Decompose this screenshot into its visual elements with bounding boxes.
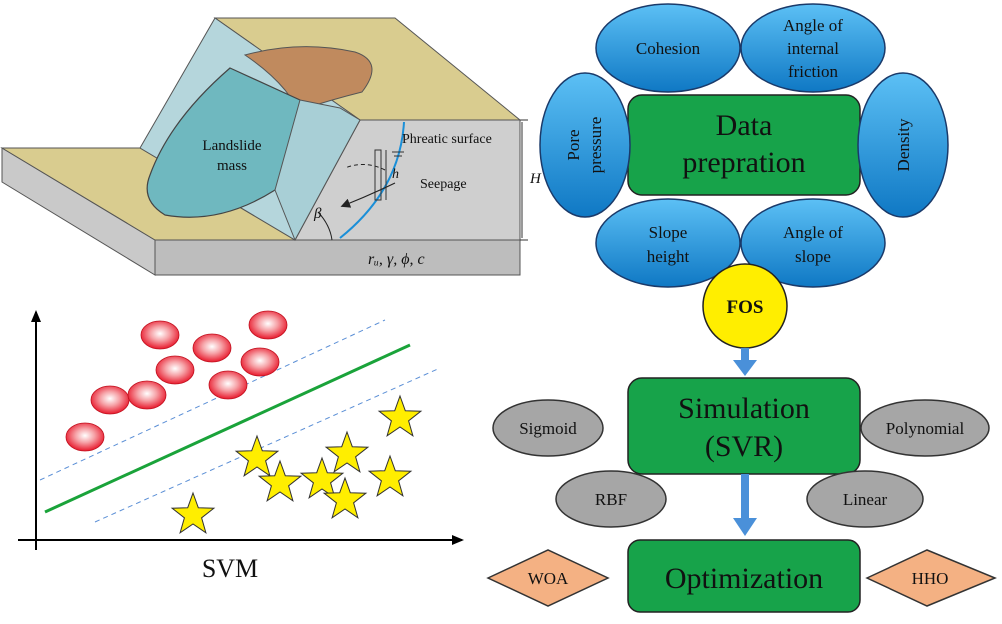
density-ellipse xyxy=(857,72,949,218)
svm-circle xyxy=(90,385,130,415)
friction-label-3: friction xyxy=(788,62,839,81)
slope-wedge xyxy=(274,99,361,242)
linear-label: Linear xyxy=(843,490,888,509)
woa-diamond xyxy=(486,549,610,607)
piezometer xyxy=(374,149,382,201)
slope-illustration: Landslide mass Phreatic surface Seepage … xyxy=(0,17,542,276)
polynomial-ellipse xyxy=(860,399,990,457)
simulation-label-2: (SVR) xyxy=(705,430,783,463)
svm-circle xyxy=(155,355,195,385)
optimization-box xyxy=(627,539,861,613)
svm-hyperplane xyxy=(44,343,411,514)
arrow-2-head xyxy=(733,518,757,536)
block-front-face xyxy=(154,239,521,276)
svm-star xyxy=(234,434,280,477)
rbf-label: RBF xyxy=(595,490,627,509)
cohesion-ellipse xyxy=(595,3,741,93)
svm-margin-upper xyxy=(39,319,386,481)
friction-ellipse xyxy=(740,3,886,93)
h-label: h xyxy=(392,167,399,182)
scarp xyxy=(243,46,373,111)
hho-label: HHO xyxy=(912,569,949,588)
svm-star xyxy=(377,394,423,437)
beta-arc xyxy=(317,211,333,241)
angle-slope-label-2: slope xyxy=(795,247,831,266)
svm-circle xyxy=(127,380,167,410)
pore-label-1: Pore xyxy=(564,129,583,160)
sigmoid-label: Sigmoid xyxy=(519,419,577,438)
svm-star xyxy=(299,456,345,499)
svm-circle xyxy=(65,422,105,452)
svm-star xyxy=(170,491,216,534)
svm-circle-group xyxy=(65,310,288,452)
simulation-label-1: Simulation xyxy=(678,392,810,425)
landslide-label-2: mass xyxy=(217,158,247,174)
svm-circle xyxy=(240,347,280,377)
density-label: Density xyxy=(894,118,913,171)
arrow-1-head xyxy=(733,360,757,376)
fos-label: FOS xyxy=(727,297,764,318)
angle-slope-label-1: Angle of xyxy=(783,223,843,242)
hho-diamond xyxy=(865,549,997,607)
params-label: rᵤ, γ, ϕ, c xyxy=(368,251,425,268)
svm-star xyxy=(367,454,413,497)
svm-plot: SVM xyxy=(18,310,464,583)
landslide-label-1: Landslide xyxy=(202,138,261,154)
seepage-label: Seepage xyxy=(420,177,467,192)
svm-circle xyxy=(140,320,180,350)
arrow-2-shaft xyxy=(741,474,749,520)
optimization-label: Optimization xyxy=(665,562,823,595)
woa-label: WOA xyxy=(528,569,569,588)
angle-of-slope-ellipse xyxy=(740,198,886,288)
rbf-ellipse xyxy=(555,470,667,528)
slope-height-label-1: Slope xyxy=(649,223,688,242)
slope-height-ellipse xyxy=(595,198,741,288)
svm-circle xyxy=(192,333,232,363)
linear-ellipse xyxy=(806,470,924,528)
friction-label-1: Angle of xyxy=(783,16,843,35)
svm-star xyxy=(322,476,368,519)
phreatic-surface-label: Phreatic surface xyxy=(402,132,492,147)
sigmoid-ellipse xyxy=(492,399,604,457)
slope-height-label-2: height xyxy=(647,247,690,266)
svm-star xyxy=(257,459,303,502)
H-label: H xyxy=(529,171,542,187)
svm-circle xyxy=(208,370,248,400)
arrow-1-shaft xyxy=(741,348,749,362)
svm-circle xyxy=(248,310,288,340)
friction-label-2: internal xyxy=(787,39,839,58)
svm-label: SVM xyxy=(202,554,258,583)
cohesion-label: Cohesion xyxy=(636,39,701,58)
svm-x-arrow xyxy=(452,535,464,545)
svm-star xyxy=(324,430,370,473)
seepage-arrow xyxy=(340,182,396,208)
pore-label-2: pressure xyxy=(586,117,605,174)
beta-label: β xyxy=(313,206,322,222)
svm-y-arrow xyxy=(31,310,41,322)
polynomial-label: Polynomial xyxy=(886,419,965,438)
seepage-dash xyxy=(344,164,386,171)
flowchart: Data prepration Cohesion Angle of intern… xyxy=(486,3,997,613)
data-prep-label-1: Data xyxy=(716,109,773,142)
data-prep-label-2: prepration xyxy=(682,146,805,179)
pore-pressure-ellipse xyxy=(539,72,631,218)
svm-star-group xyxy=(170,394,423,534)
